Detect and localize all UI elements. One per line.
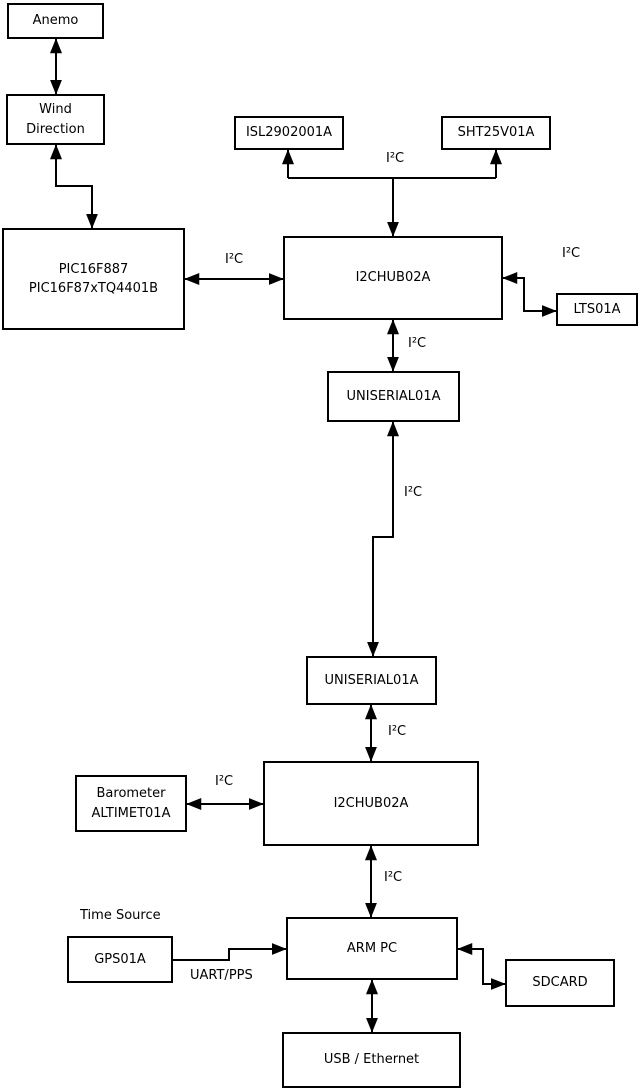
node-sht25v01a: SHT25V01A xyxy=(441,116,551,150)
node-wind-direction-line2: Direction xyxy=(26,121,85,137)
node-uniserial01a-1-label: UNISERIAL01A xyxy=(346,388,441,404)
edge-label-i2c-uniserial-link: I²C xyxy=(404,485,423,500)
node-i2chub02a-1: I2CHUB02A xyxy=(283,236,503,320)
edge-label-i2c-barometer-hub2: I²C xyxy=(215,774,234,789)
node-barometer: Barometer ALTIMET01A xyxy=(75,775,187,832)
node-sdcard: SDCARD xyxy=(505,959,615,1007)
node-sdcard-label: SDCARD xyxy=(532,975,588,991)
edge-label-i2c-hub2-armpc: I²C xyxy=(384,870,403,885)
node-usb-ethernet: USB / Ethernet xyxy=(282,1032,461,1088)
edge-uniserial1-uniserial2 xyxy=(367,421,399,657)
node-i2chub02a-2: I2CHUB02A xyxy=(263,761,479,846)
node-gps01a-label: GPS01A xyxy=(94,951,146,967)
node-arm-pc: ARM PC xyxy=(286,917,458,980)
node-uniserial01a-2-label: UNISERIAL01A xyxy=(324,672,419,688)
edge-label-i2c-uniserial2-hub2: I²C xyxy=(388,724,407,739)
edge-hub1-lts xyxy=(502,272,557,317)
edge-label-i2c-hub1-uniserial1: I²C xyxy=(408,336,427,351)
edge-wind-pic xyxy=(50,144,98,229)
node-lts01a-label: LTS01A xyxy=(573,301,621,317)
node-i2chub02a-1-label: I2CHUB02A xyxy=(355,270,431,286)
node-wind-direction-line1: Wind xyxy=(39,102,72,117)
node-gps01a: GPS01A xyxy=(67,936,173,983)
node-i2chub02a-2-label: I2CHUB02A xyxy=(333,795,409,811)
node-arm-pc-label: ARM PC xyxy=(346,940,398,956)
edge-label-i2c-hub1-lts: I²C xyxy=(562,246,581,261)
edge-armpc-sdcard xyxy=(457,943,506,990)
node-pic-line2: PIC16F87xTQ4401B xyxy=(28,281,159,296)
node-pic-line1: PIC16F887 xyxy=(58,261,129,277)
node-barometer-line1: Barometer xyxy=(96,786,166,801)
annotation-time-source: Time Source xyxy=(80,908,161,923)
node-pic: PIC16F887 PIC16F87xTQ4401B xyxy=(2,228,185,330)
node-wind-direction: Wind Direction xyxy=(6,94,105,145)
edge-label-i2c-pic-hub1: I²C xyxy=(225,252,244,267)
node-anemo-label: Anemo xyxy=(32,13,79,29)
edge-label-uart-pps: UART/PPS xyxy=(190,968,253,983)
node-usb-ethernet-label: USB / Ethernet xyxy=(323,1052,420,1068)
node-anemo: Anemo xyxy=(7,3,104,39)
edge-label-i2c-sensor-bus: I²C xyxy=(386,151,405,166)
edge-gps-armpc xyxy=(173,943,287,961)
node-isl2902001a-label: ISL2902001A xyxy=(245,125,333,141)
node-sht25v01a-label: SHT25V01A xyxy=(457,125,535,141)
node-uniserial01a-1: UNISERIAL01A xyxy=(327,371,460,422)
node-barometer-line2: ALTIMET01A xyxy=(91,805,171,821)
node-uniserial01a-2: UNISERIAL01A xyxy=(306,656,437,705)
node-isl2902001a: ISL2902001A xyxy=(234,116,344,150)
node-lts01a: LTS01A xyxy=(556,293,638,326)
